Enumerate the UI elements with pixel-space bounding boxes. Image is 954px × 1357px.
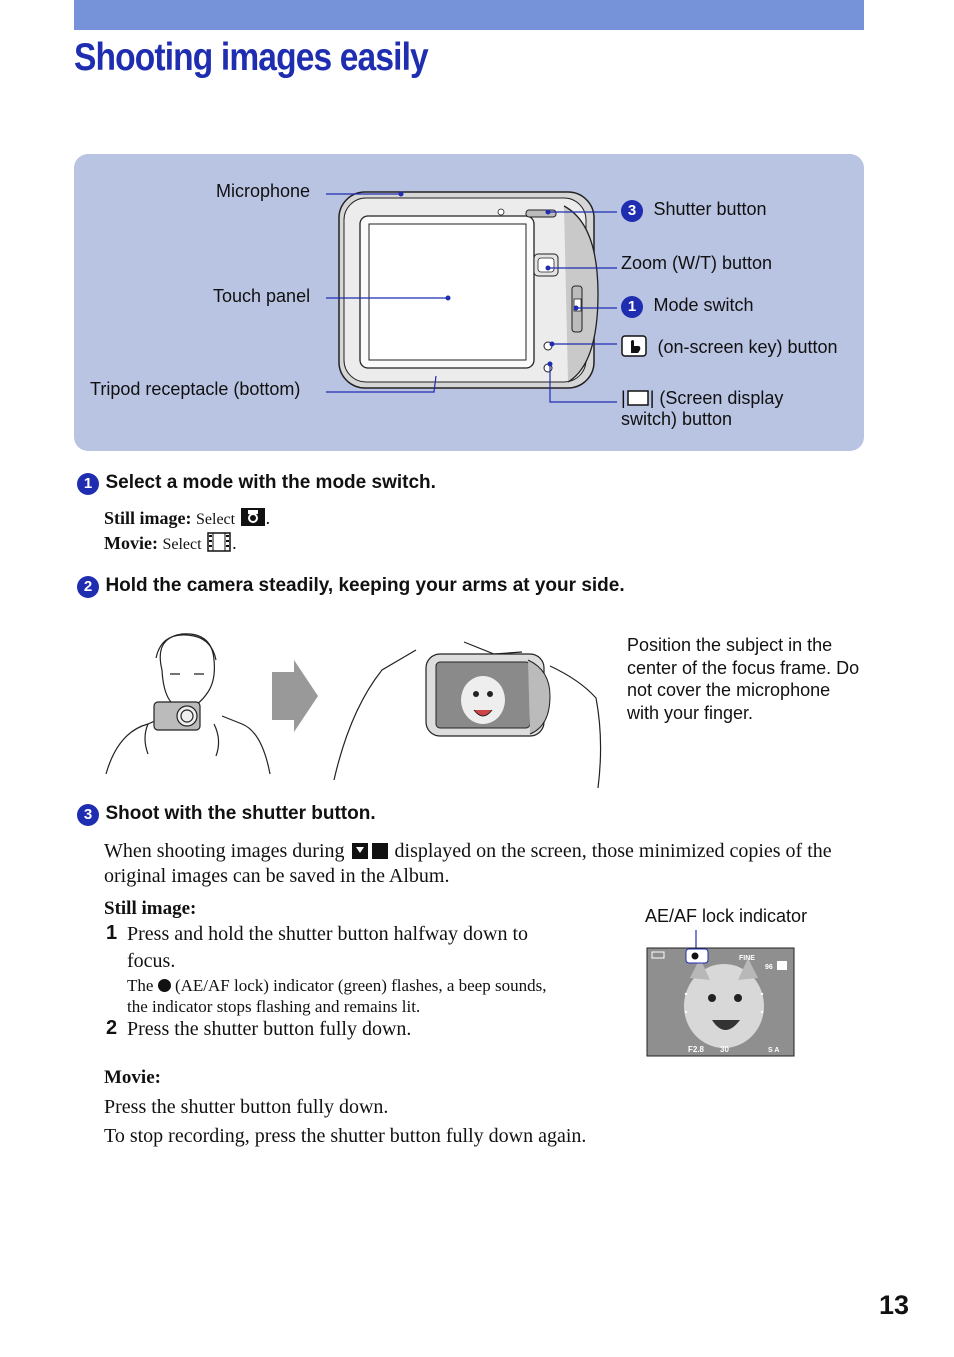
album-icon [351, 843, 388, 859]
label-zoom-button: Zoom (W/T) button [621, 253, 773, 273]
step1-still-label: Still image: [104, 508, 192, 528]
screen-count-label: 96 [765, 964, 773, 971]
step2-title: Hold the camera steadily, keeping your a… [105, 575, 625, 596]
page-number: 13 [879, 1290, 910, 1320]
label-shutter-group: 3 Shutter button [621, 199, 767, 222]
step2-heading: 2 Hold the camera steadily, keeping your… [77, 575, 625, 598]
mode-step-number: 1 [621, 296, 643, 318]
step2-number: 2 [77, 576, 99, 598]
step3-movie-line2: To stop recording, press the shutter but… [104, 1125, 587, 1147]
label-screen-display-line1: | (Screen display [649, 388, 784, 408]
step3-s2-text: Press the shutter button fully down. [127, 1018, 412, 1040]
step3-movie-label: Movie: [104, 1067, 161, 1088]
label-microphone: Microphone [216, 181, 311, 201]
step1-still-text: Select [196, 511, 236, 528]
hands-camera-illustration [333, 641, 602, 789]
step2-note: Position the subject in the center of th… [627, 635, 860, 723]
step3-s1-line1: Press and hold the shutter button halfwa… [127, 923, 529, 945]
label-tripod-receptacle: Tripod receptacle (bottom) [90, 379, 301, 399]
step3-intro-a: When shooting images during [104, 840, 345, 862]
screen-shutter-label: 30 [720, 1045, 729, 1054]
step1-title: Select a mode with the mode switch. [105, 472, 436, 493]
shutter-step-number: 3 [621, 200, 643, 222]
step3-intro-line1: When shooting images during displayed on… [104, 839, 832, 863]
holding-camera-illustration [105, 633, 602, 789]
camera-screen-illustration: FINE 96 F2.8 30 S A [646, 930, 795, 1057]
screen-aperture-label: F2.8 [688, 1045, 705, 1054]
step3-number: 3 [77, 804, 99, 826]
label-screen-display-line2: switch) button [621, 409, 733, 429]
ae-af-lock-dot-icon [157, 979, 171, 992]
step3-title: Shoot with the shutter button. [105, 803, 376, 824]
step3-intro-c: original images can be saved in the Albu… [104, 865, 450, 887]
screen-display-icon [626, 390, 649, 406]
step3-s1-note1-b: (AE/AF lock) indicator (green) flashes, … [174, 976, 547, 995]
step3-s1-note1-a: The [127, 976, 154, 995]
label-shutter-button: Shutter button [653, 199, 767, 219]
page-title: Shooting images easily [74, 36, 429, 79]
movie-mode-icon [207, 532, 231, 552]
person-illustration [105, 633, 271, 775]
step3-s1-number: 1 [106, 922, 118, 944]
label-screen-display-group: || (Screen display switch) button [621, 388, 784, 429]
label-ae-af-lock-indicator: AE/AF lock indicator [645, 906, 808, 926]
step3-s1-note1: The (AE/AF lock) indicator (green) flash… [127, 976, 546, 996]
step1-still-line: Still image: Select . [104, 508, 271, 528]
step3-still-label: Still image: [104, 898, 197, 919]
arrow-icon [272, 660, 318, 732]
step3-s1-line2: focus. [127, 950, 176, 972]
step1-number: 1 [77, 473, 99, 495]
label-mode-group: 1 Mode switch [621, 295, 754, 318]
step1-movie-line: Movie: Select . [104, 532, 237, 553]
step3-intro-b: displayed on the screen, those minimized… [394, 840, 832, 862]
onscreen-key-icon [621, 335, 647, 357]
label-mode-switch: Mode switch [653, 295, 754, 315]
step1-movie-text: Select [162, 536, 202, 553]
step1-heading: 1 Select a mode with the mode switch. [77, 472, 436, 495]
label-onscreen-key-group: (on-screen key) button [621, 335, 838, 358]
header-bar [74, 0, 864, 30]
step1-movie-label: Movie: [104, 533, 158, 553]
camera-mode-icon [240, 508, 265, 526]
label-onscreen-key-button: (on-screen key) button [657, 337, 838, 357]
screen-fine-label: FINE [739, 955, 755, 962]
step3-s1-note2: the indicator stops flashing and remains… [127, 997, 421, 1016]
step3-heading: 3 Shoot with the shutter button. [77, 803, 376, 826]
step3-movie-line1: Press the shutter button fully down. [104, 1096, 389, 1118]
screen-iso-label: S A [768, 1047, 779, 1054]
camera-illustration [338, 191, 599, 389]
label-touch-panel: Touch panel [213, 286, 311, 306]
camera-diagram [326, 191, 617, 403]
step3-s2-number: 2 [106, 1017, 118, 1039]
